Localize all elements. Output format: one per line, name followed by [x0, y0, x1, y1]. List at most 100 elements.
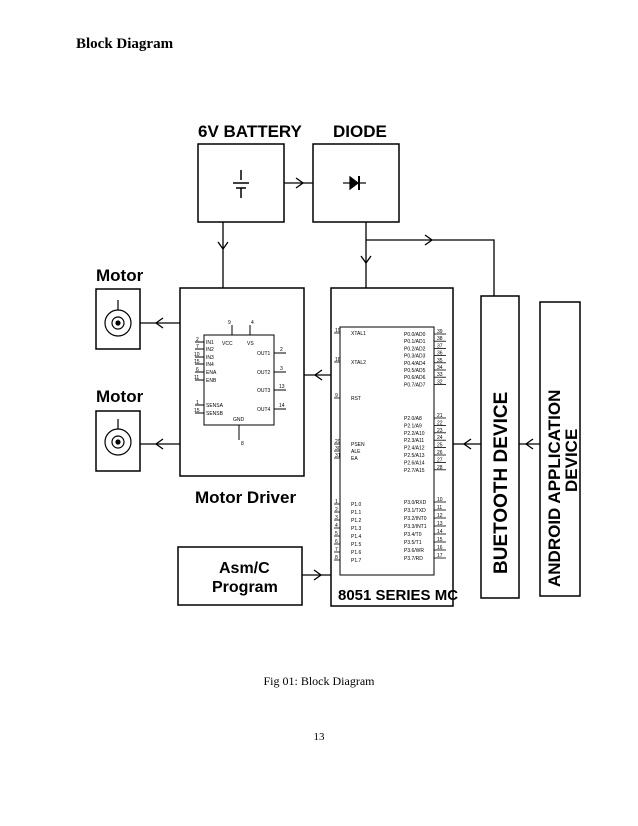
mcu-pin-number: 36 [437, 351, 443, 357]
mcu-pin-number: 25 [437, 443, 443, 449]
mcu-pin-number: 27 [437, 457, 443, 463]
mcu-pin-name: P3.4/T0 [404, 532, 422, 538]
figure-caption: Fig 01: Block Diagram [263, 674, 375, 688]
driver-sense-name: SENSB [206, 411, 224, 417]
mcu-pin-name: P3.6/WR [404, 548, 424, 554]
diode-to-mc-arrow [360, 255, 372, 265]
driver-in-pin: 15 [194, 359, 200, 365]
driver-in-name: ENB [206, 378, 217, 384]
mcu-pin-name: P1.3 [351, 526, 362, 532]
mcu-pin-number: 16 [437, 545, 443, 551]
driver-out-name: OUT3 [257, 388, 271, 394]
battery-to-driver-arrow [217, 241, 229, 251]
mcu-pin-number: 28 [437, 465, 443, 471]
diode-to-bluetooth-arrow [424, 234, 434, 246]
mcu-pin-name: P1.0 [351, 502, 362, 508]
mcu-pin-number: 30 [335, 446, 341, 452]
mcu-pin-number: 3 [335, 515, 338, 521]
mcu-pin-name: P1.5 [351, 542, 362, 548]
mcu-pin-name: XTAL2 [351, 360, 366, 366]
mcu-pin-name: P2.5/A13 [404, 453, 425, 459]
mcu-pin-number: 5 [335, 531, 338, 537]
mcu-pin-name: P1.4 [351, 534, 362, 540]
mcu-pin-name: P0.4/AD4 [404, 361, 426, 367]
mcu-pin-number: 18 [335, 357, 341, 363]
driver-in-name: IN4 [206, 362, 214, 368]
program-block [177, 546, 303, 606]
driver-vs-label: VS [247, 341, 254, 347]
mcu-pin-name: P3.5/T1 [404, 540, 422, 546]
mcu-pin-number: 6 [335, 539, 338, 545]
page-heading: Block Diagram [76, 36, 174, 52]
driver-out-name: OUT1 [257, 351, 271, 357]
mcu-pin-number: 21 [437, 413, 443, 419]
mcu-pin-number: 7 [335, 547, 338, 553]
driver-ic [195, 325, 286, 440]
driver-to-motor-2-arrow [154, 438, 164, 450]
driver-gnd-label: GND [233, 417, 245, 423]
page-number: 13 [313, 731, 325, 743]
mcu-pin-number: 4 [335, 523, 338, 529]
motor-1-label: Motor [96, 266, 144, 285]
mcu-pin-name: P2.1/A9 [404, 423, 422, 429]
mcu-pin-number: 26 [437, 450, 443, 456]
android-block [539, 301, 581, 597]
bluetooth-block [480, 295, 520, 599]
mcu-pin-name: P0.1/AD1 [404, 339, 426, 345]
driver-out-pin: 2 [280, 347, 283, 353]
motor-driver-block [179, 287, 305, 477]
motor-2-block [95, 410, 141, 472]
mcu-pin-number: 14 [437, 529, 443, 535]
mcu-pin-name: P2.7/A15 [404, 468, 425, 474]
mcu-pin-number: 13 [437, 521, 443, 527]
mcu-pin-name: P3.0/RXD [404, 500, 427, 506]
program-label-line1: Asm/C [219, 560, 270, 577]
mc-to-driver-arrow [313, 369, 323, 381]
mcu-pin-name: P2.6/A14 [404, 460, 425, 466]
mcu-pin-number: 37 [437, 343, 443, 349]
android-label-line2: DEVICE [562, 429, 581, 492]
driver-in-name: IN1 [206, 340, 214, 346]
mcu-pin-number: 22 [437, 420, 443, 426]
mcu-pin-number: 19 [335, 328, 341, 334]
driver-vcc-label: VCC [222, 341, 233, 347]
mcu-pin-number: 35 [437, 358, 443, 364]
diode-label: DIODE [333, 122, 387, 141]
battery-label: 6V BATTERY [198, 122, 303, 141]
driver-pin-top-left: 9 [228, 320, 231, 326]
driver-in-pin: 6 [196, 367, 199, 373]
android-label-line1: ANDROID APPLICATION [545, 390, 564, 587]
driver-in-pin: 2 [196, 337, 199, 343]
mc-block [330, 287, 454, 607]
mcu-pin-number: 24 [437, 435, 443, 441]
mcu-pin-number: 29 [335, 439, 341, 445]
bluetooth-to-mc-arrow [462, 438, 472, 450]
mcu-pin-name: P0.2/AD2 [404, 346, 426, 352]
program-to-mc-arrow [313, 569, 323, 581]
motor-2-label: Motor [96, 387, 144, 406]
mcu-pin-number: 38 [437, 336, 443, 342]
mcu-pin-name: P0.0/AD0 [404, 332, 426, 338]
mcu-pin-number: 2 [335, 507, 338, 513]
mcu-pin-name: P2.0/A8 [404, 416, 422, 422]
mcu-pin-name: P0.7/AD7 [404, 382, 426, 388]
mcu-pin-number: 9 [335, 393, 338, 399]
mcu-pin-name: P1.2 [351, 518, 362, 524]
driver-out-pin: 3 [280, 366, 283, 372]
mcu-pin-name: P0.6/AD6 [404, 375, 426, 381]
mcu-pin-number: 8 [335, 555, 338, 561]
mcu-pin-name: P0.5/AD5 [404, 368, 426, 374]
program-label-line2: Program [212, 579, 278, 596]
mcu-pin-name: P2.4/A12 [404, 446, 425, 452]
motor-driver-label: Motor Driver [195, 488, 296, 507]
mcu-pin-name: P3.7/RD [404, 556, 423, 562]
mcu-pin-name: P0.3/AD3 [404, 354, 426, 360]
driver-out-name: OUT4 [257, 407, 271, 413]
mcu-pin-name: PSEN [351, 442, 365, 448]
mcu-pin-name: P2.3/A11 [404, 438, 424, 444]
mcu-pin-number: 31 [335, 453, 341, 459]
mcu-pin-number: 12 [437, 513, 443, 519]
mcu-pin-number: 32 [437, 379, 443, 385]
